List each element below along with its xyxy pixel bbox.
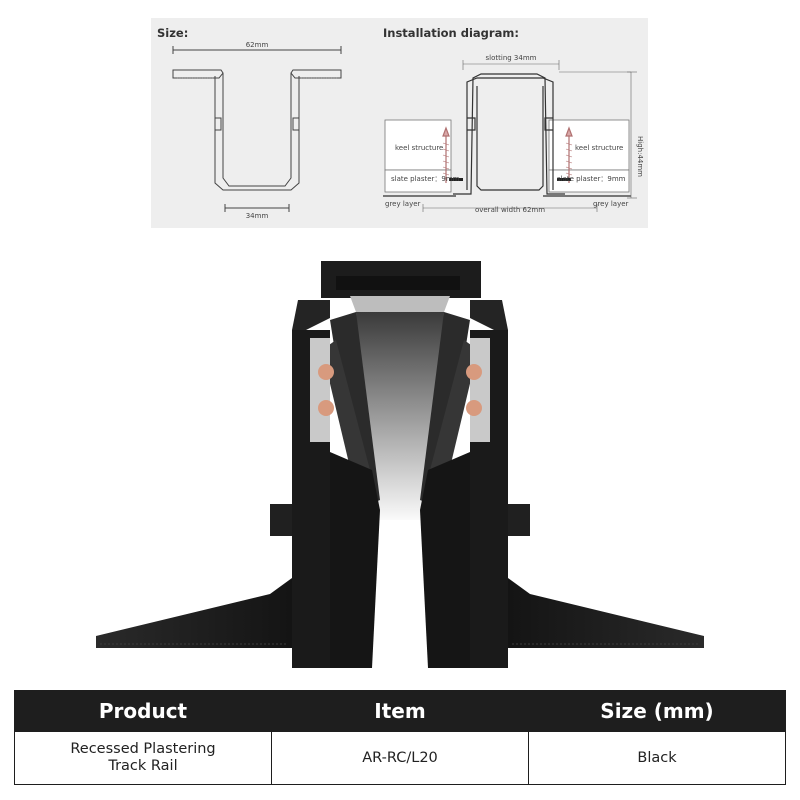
width-top-label: 62mm (246, 41, 269, 49)
diagram-panel: 62mm 34mm (151, 18, 648, 228)
height-label: High:44mm (636, 136, 644, 177)
header-product: Product (14, 690, 272, 732)
keel-right-label: keel structure (575, 144, 623, 152)
size-title: Size: (157, 26, 189, 40)
grey-left-label: grey layer (385, 200, 421, 208)
spec-table: Product Item Size (mm) Recessed Plasteri… (14, 690, 786, 785)
header-size: Size (mm) (528, 690, 786, 732)
track-rail-illustration (96, 261, 704, 668)
cell-product: Recessed Plastering Track Rail (14, 731, 272, 785)
size-profile (172, 46, 342, 212)
install-drawing (383, 60, 637, 212)
table-row: Recessed Plastering Track Rail AR-RC/L20… (14, 731, 786, 785)
product-render (0, 250, 800, 680)
slotting-label: slotting 34mm (486, 54, 537, 62)
install-title: Installation diagram: (383, 26, 519, 40)
width-bottom-label: 34mm (246, 212, 269, 220)
contact-pin-icon (466, 400, 482, 416)
technical-drawing: 62mm 34mm (172, 41, 644, 220)
grey-right-label: grey layer (593, 200, 629, 208)
header-item: Item (271, 690, 529, 732)
contact-pin-icon (318, 364, 334, 380)
slate-left-label: slate plaster：9mm (391, 175, 460, 183)
product-line-1: Recessed Plastering (70, 741, 216, 757)
table-header-row: Product Item Size (mm) (14, 690, 786, 732)
overall-width-label: overall width 62mm (475, 206, 545, 214)
cell-size: Black (528, 731, 786, 785)
slate-right-label: slate plaster：9mm (557, 175, 626, 183)
cell-item: AR-RC/L20 (271, 731, 529, 785)
contact-pin-icon (318, 400, 334, 416)
keel-left-label: keel structure (395, 144, 443, 152)
contact-pin-icon (466, 364, 482, 380)
product-line-2: Track Rail (108, 758, 178, 774)
